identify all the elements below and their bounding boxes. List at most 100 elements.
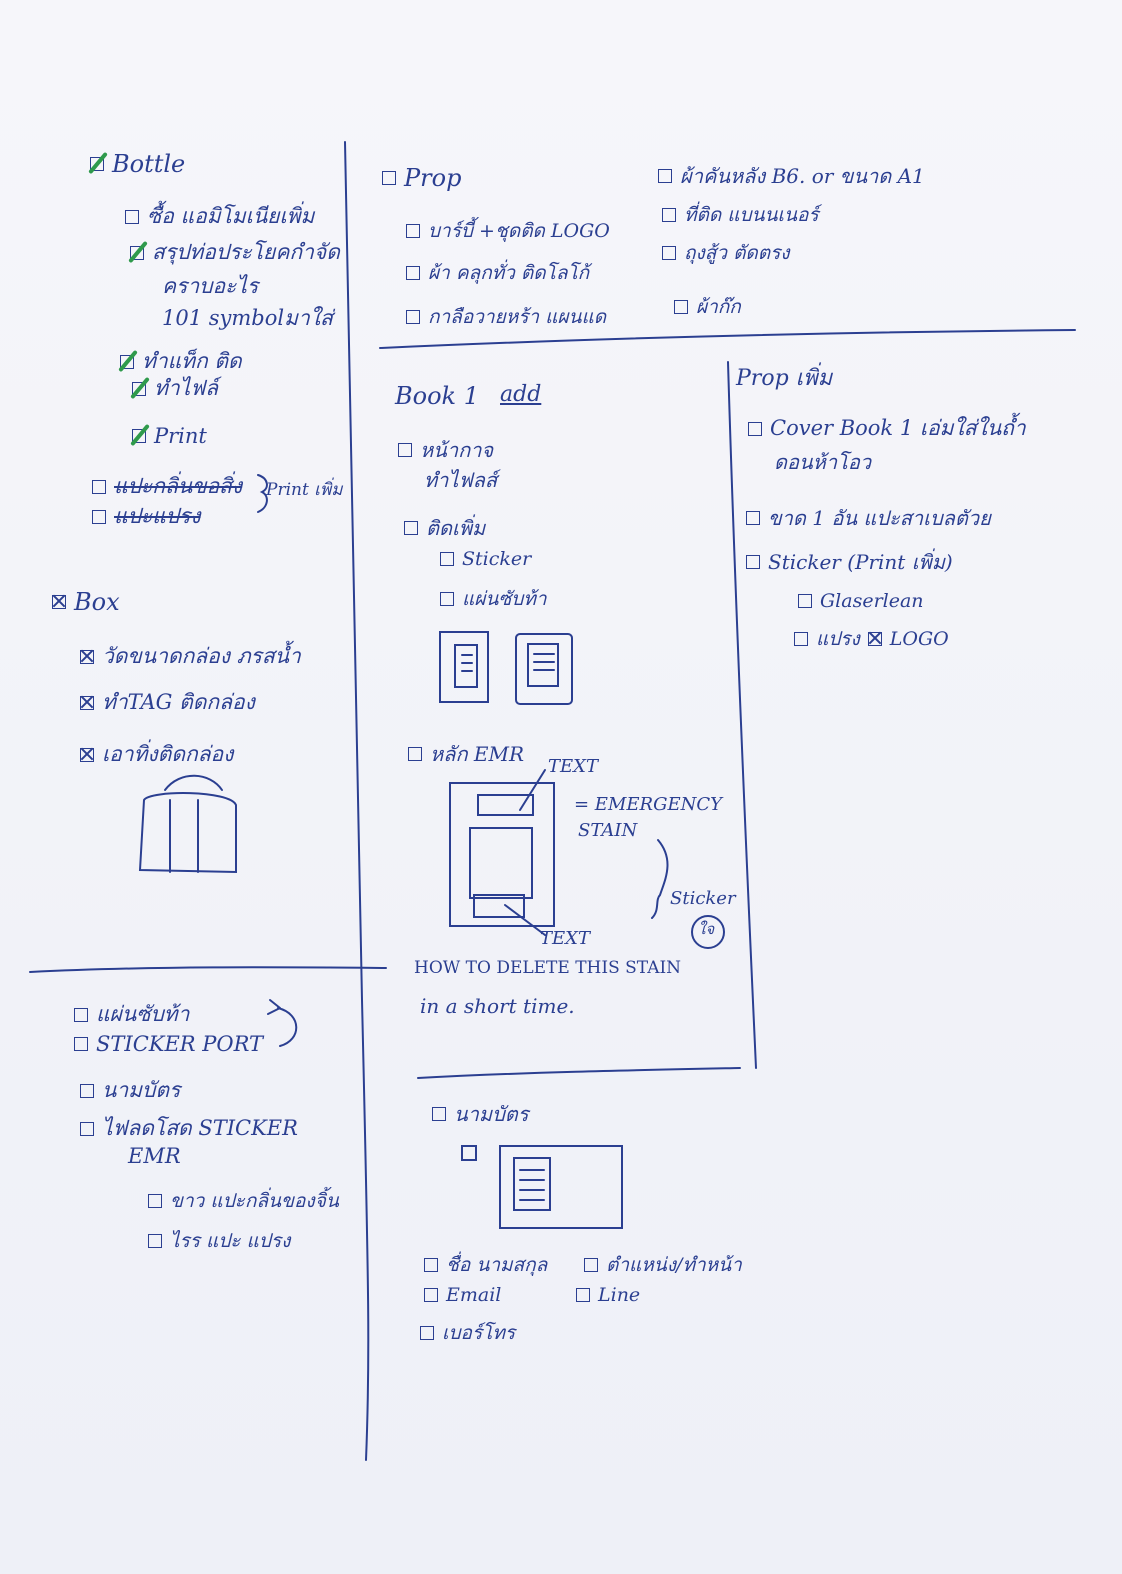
checklist-item: กาลือวายหร้า แผนแด bbox=[406, 302, 606, 332]
emr-stain-box bbox=[469, 827, 533, 899]
checklist-item: ขาว แปะกลิ่นของจิ้น bbox=[148, 1186, 339, 1216]
checklist-item: ทำTAG ติดกล่อง bbox=[80, 686, 255, 719]
arrow-curve bbox=[277, 1007, 298, 1047]
checklist-item: เอาทิ่งติดกล่อง bbox=[80, 738, 233, 771]
checkbox-icon bbox=[798, 594, 812, 608]
checklist-item: ไรร แปะ แปรง bbox=[148, 1226, 290, 1256]
checklist-item: ซื้อ แอมิโมเนียเพิ่ม bbox=[125, 200, 314, 233]
checkbox-icon bbox=[440, 552, 454, 566]
sticker-label: Sticker bbox=[670, 888, 736, 909]
arrow-text-bottom bbox=[504, 904, 546, 936]
namecard-title: นามบัตร bbox=[454, 1102, 529, 1126]
text-top-label: TEXT bbox=[548, 756, 598, 777]
item-label: หน้ากาจ bbox=[420, 438, 494, 462]
item-label: ผ้าคันหลัง B6. or ขนาด A1 bbox=[680, 164, 925, 188]
box-title: Box bbox=[74, 588, 120, 616]
item-label: ทำTAG ติดกล่อง bbox=[102, 690, 255, 714]
checkbox-icon bbox=[92, 509, 106, 524]
checkbox-icon bbox=[674, 300, 688, 314]
checkbox-icon bbox=[584, 1258, 598, 1272]
checkbox-icon bbox=[420, 1326, 434, 1340]
checklist-item: ทำแท็ก ติด bbox=[120, 345, 242, 378]
item-label: แผ่นซับท้า bbox=[462, 588, 547, 610]
checkbox-icon bbox=[424, 1288, 438, 1302]
item-label: 101 symbolมาใส่ bbox=[162, 306, 333, 330]
item-label: ผ้า คลุกทั่ว ติดโลโก้ bbox=[428, 262, 590, 284]
checkbox-icon bbox=[406, 310, 420, 324]
stain-label: STAIN bbox=[578, 820, 638, 841]
checkbox-icon bbox=[406, 224, 420, 238]
text-bottom-label: TEXT bbox=[540, 928, 590, 949]
checklist-item: Cover Book 1 เอ่มใส่ในถ้ำ bbox=[748, 412, 1026, 445]
book-sketch-1-inner bbox=[454, 644, 478, 688]
checkbox-icon bbox=[74, 1007, 88, 1022]
horizontal-divider-left bbox=[29, 966, 387, 973]
arrow-text-top bbox=[519, 769, 546, 811]
arrow-head bbox=[267, 999, 281, 1015]
item-label: ขาว แปะกลิ่นของจิ้น bbox=[170, 1190, 339, 1212]
checkbox-icon bbox=[662, 246, 676, 260]
checkbox-icon bbox=[406, 266, 420, 280]
checkbox-icon bbox=[382, 171, 396, 185]
checkbox-icon bbox=[748, 421, 762, 436]
checklist-item: สรุปท่อประโยคกำจัด bbox=[130, 236, 340, 269]
item-label: กาลือวายหร้า แผนแด bbox=[428, 306, 607, 328]
checklist-item: ถุงสู้ว ตัดตรง bbox=[662, 238, 790, 268]
checklist-item: ไฟลดโสด STICKER bbox=[80, 1112, 298, 1145]
box-sketch bbox=[138, 792, 237, 874]
checklist-item: หลัก EMR bbox=[408, 738, 524, 770]
item-label: ไรร แปะ แปรง bbox=[170, 1230, 291, 1252]
item-label: หลัก EMR bbox=[430, 742, 525, 766]
checkbox-icon bbox=[408, 747, 422, 761]
checklist-item: STICKER PORT bbox=[74, 1032, 263, 1056]
item-label: ขาด 1 อัน แปะสาเบลตัวย bbox=[768, 506, 991, 530]
checklist-item: ผ้า คลุกทั่ว ติดโลโก้ bbox=[406, 258, 589, 288]
emr-label: EMR bbox=[128, 1144, 181, 1168]
book-add: add bbox=[500, 382, 542, 407]
x-check-icon bbox=[52, 595, 66, 609]
checkbox-icon bbox=[424, 1258, 438, 1272]
checkbox-icon bbox=[80, 1121, 94, 1136]
checkbox-icon bbox=[92, 479, 106, 494]
green-check-icon bbox=[130, 245, 144, 260]
green-check-icon bbox=[90, 157, 104, 171]
checklist-item: Sticker (Print เพิ่ม) bbox=[746, 546, 953, 578]
checklist-item: แปะกลิ่นขอสิ่ง bbox=[92, 470, 242, 503]
bracket-print bbox=[257, 474, 268, 513]
checklist-item: Email bbox=[424, 1284, 501, 1306]
green-check-icon bbox=[120, 354, 134, 369]
checkbox-icon bbox=[658, 169, 672, 183]
item-label: สรุปท่อประโยคกำจัด bbox=[152, 240, 340, 264]
item-label: ซื้อ แอมิโมเนียเพิ่ม bbox=[147, 204, 315, 228]
item-label: ตำแหน่ง/ทำหน้า bbox=[606, 1254, 742, 1276]
x-check-icon bbox=[80, 747, 94, 762]
checkbox-icon bbox=[576, 1288, 590, 1302]
checklist-item: แปรง LOGO bbox=[794, 624, 949, 654]
checkbox-icon bbox=[794, 632, 808, 646]
sticker-circle bbox=[691, 915, 725, 949]
green-check-icon bbox=[132, 429, 146, 443]
item-label: Print bbox=[154, 424, 207, 448]
bottle-title: Bottle bbox=[112, 150, 186, 178]
prop-more-title: Prop เพิ่ม bbox=[736, 366, 833, 391]
checkbox-icon bbox=[746, 555, 760, 569]
vertical-divider-mid bbox=[727, 361, 757, 1069]
checklist-item: ติดเพิ่ม bbox=[404, 512, 485, 544]
box-heading: Box bbox=[52, 588, 120, 616]
bottle-heading: Bottle bbox=[90, 150, 185, 178]
item-label: คราบอะไร bbox=[162, 274, 259, 298]
checklist-item: ผ้าคันหลัง B6. or ขนาด A1 bbox=[658, 160, 925, 192]
checklist-item: เบอร์โทร bbox=[420, 1318, 515, 1348]
book-sketch-2-inner bbox=[527, 643, 559, 687]
item-label: Line bbox=[598, 1284, 641, 1306]
prop-title: Prop bbox=[404, 164, 462, 192]
brace-sticker bbox=[651, 839, 669, 919]
checkbox-icon bbox=[662, 208, 676, 222]
howto-text: HOW TO DELETE THIS STAIN bbox=[414, 958, 682, 978]
item-label: ชื่อ นามสกุล bbox=[446, 1254, 548, 1276]
x-check-icon bbox=[867, 632, 882, 646]
checklist-item: Sticker bbox=[440, 548, 531, 570]
item-sub-label: ดอนห้าโอว bbox=[774, 450, 872, 474]
